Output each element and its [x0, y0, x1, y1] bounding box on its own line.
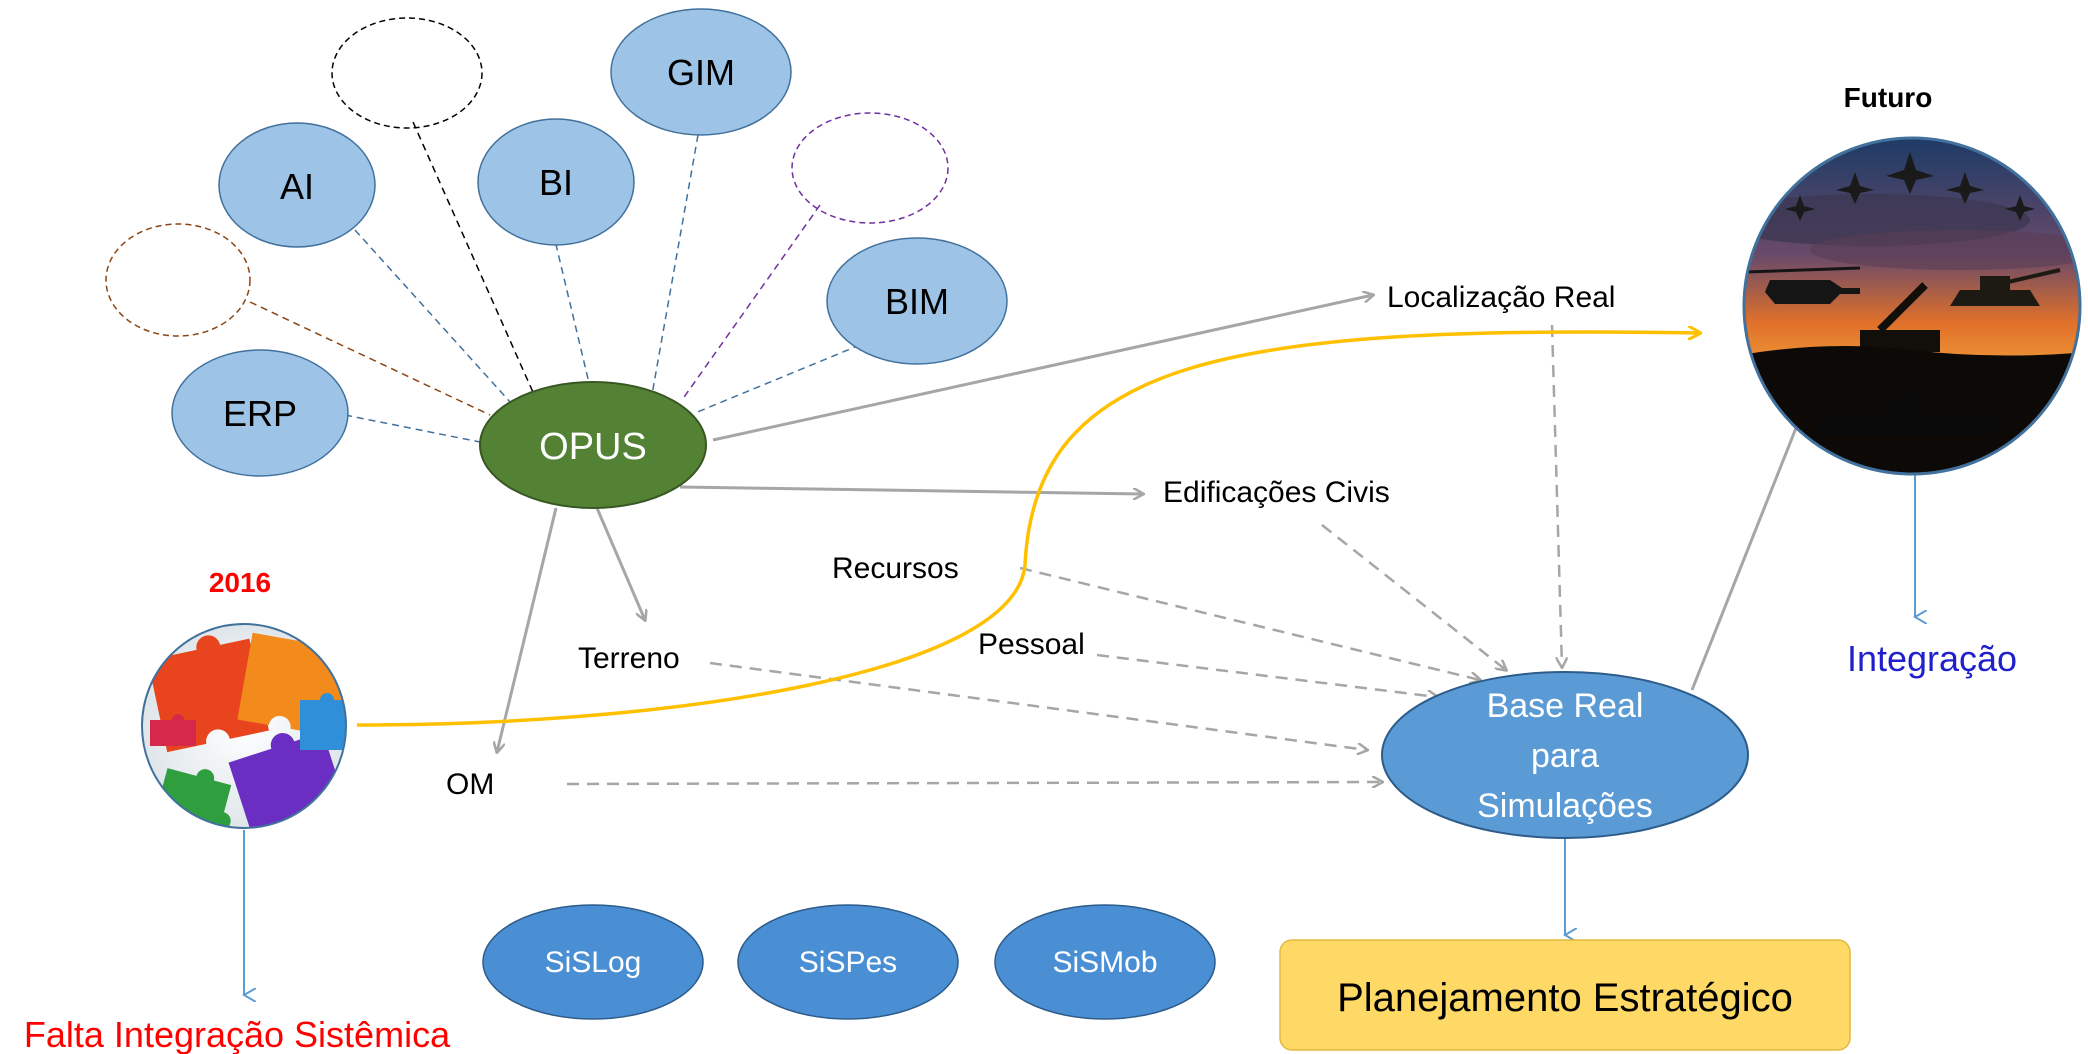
sismob-node: SiSMob — [994, 904, 1216, 1020]
data-flow-arrows — [566, 324, 1562, 784]
bi-label: BI — [539, 162, 573, 203]
ai-label: AI — [280, 166, 314, 207]
erp-label: ERP — [223, 393, 297, 434]
connector-ai — [354, 229, 521, 414]
bim-node: BIM — [826, 237, 1008, 365]
connector-gim — [649, 134, 699, 407]
opus-node: OPUS — [479, 381, 707, 509]
planejamento-label: Planejamento Estratégico — [1337, 976, 1793, 1020]
label-om: OM — [446, 768, 494, 801]
gim-label: GIM — [667, 52, 735, 93]
erp-node: ERP — [171, 349, 349, 477]
base-label-line1: Base Real — [1487, 687, 1644, 725]
evolution-curve — [356, 332, 1700, 727]
falta-integracao-label: Falta Integração Sistêmica — [24, 1014, 451, 1054]
connector-bi — [552, 231, 596, 409]
label-edificacoes: Edificações Civis — [1163, 476, 1390, 509]
placeholder-node-black — [331, 17, 483, 129]
planejamento-box: Planejamento Estratégico — [1279, 939, 1851, 1051]
label-pessoal: Pessoal — [978, 628, 1085, 661]
dashed-om-to-base — [566, 782, 1382, 784]
ai-node: AI — [218, 122, 376, 248]
connector-dashed-black — [412, 121, 541, 409]
result-arrows — [244, 474, 1915, 995]
connector-erp — [344, 414, 486, 444]
satellite-connectors — [249, 121, 861, 444]
label-recursos: Recursos — [832, 552, 959, 585]
dashed-pessoal-to-base — [1096, 653, 1437, 697]
base-label-line2: para — [1531, 737, 1599, 775]
sispes-label: SiSPes — [799, 946, 897, 979]
base-real-node: Base Real para Simulações — [1381, 671, 1749, 839]
dashed-recursos-to-base — [1019, 566, 1480, 680]
dashed-localizacao-to-base — [1550, 324, 1562, 667]
gim-node: GIM — [610, 8, 792, 136]
military-vehicles-sunset-icon — [1742, 136, 2082, 476]
bi-node: BI — [477, 118, 635, 246]
opus-label: OPUS — [539, 426, 647, 468]
integracao-label: Integração — [1847, 638, 2017, 679]
label-terreno: Terreno — [578, 642, 680, 675]
sislog-label: SiSLog — [545, 946, 642, 979]
arrow-to-om — [497, 507, 558, 752]
arrow-base-to-futuro — [1690, 418, 1800, 691]
label-localizacao: Localização Real — [1387, 281, 1615, 314]
arrow-to-localizacao — [712, 295, 1373, 442]
placeholder-node-purple — [791, 112, 949, 224]
sislog-node: SiSLog — [482, 904, 704, 1020]
sismob-label: SiSMob — [1052, 946, 1157, 979]
connector-dashed-purple — [681, 204, 821, 401]
base-label-line3: Simulações — [1477, 787, 1653, 825]
bim-label: BIM — [885, 281, 949, 322]
dashed-terreno-to-base — [709, 661, 1367, 750]
puzzle-pieces-icon — [141, 623, 347, 829]
futuro-label: Futuro — [1844, 82, 1933, 113]
connector-bim — [694, 344, 861, 414]
arrow-to-terreno — [595, 507, 645, 620]
arrow-to-edificacoes — [679, 485, 1143, 494]
opus-arrows — [497, 295, 1800, 752]
sispes-node: SiSPes — [737, 904, 959, 1020]
dashed-edificacoes-to-base — [1321, 524, 1506, 670]
placeholder-node-brown — [105, 223, 251, 337]
connector-dashed-brown — [249, 301, 491, 416]
year-label: 2016 — [209, 567, 271, 598]
